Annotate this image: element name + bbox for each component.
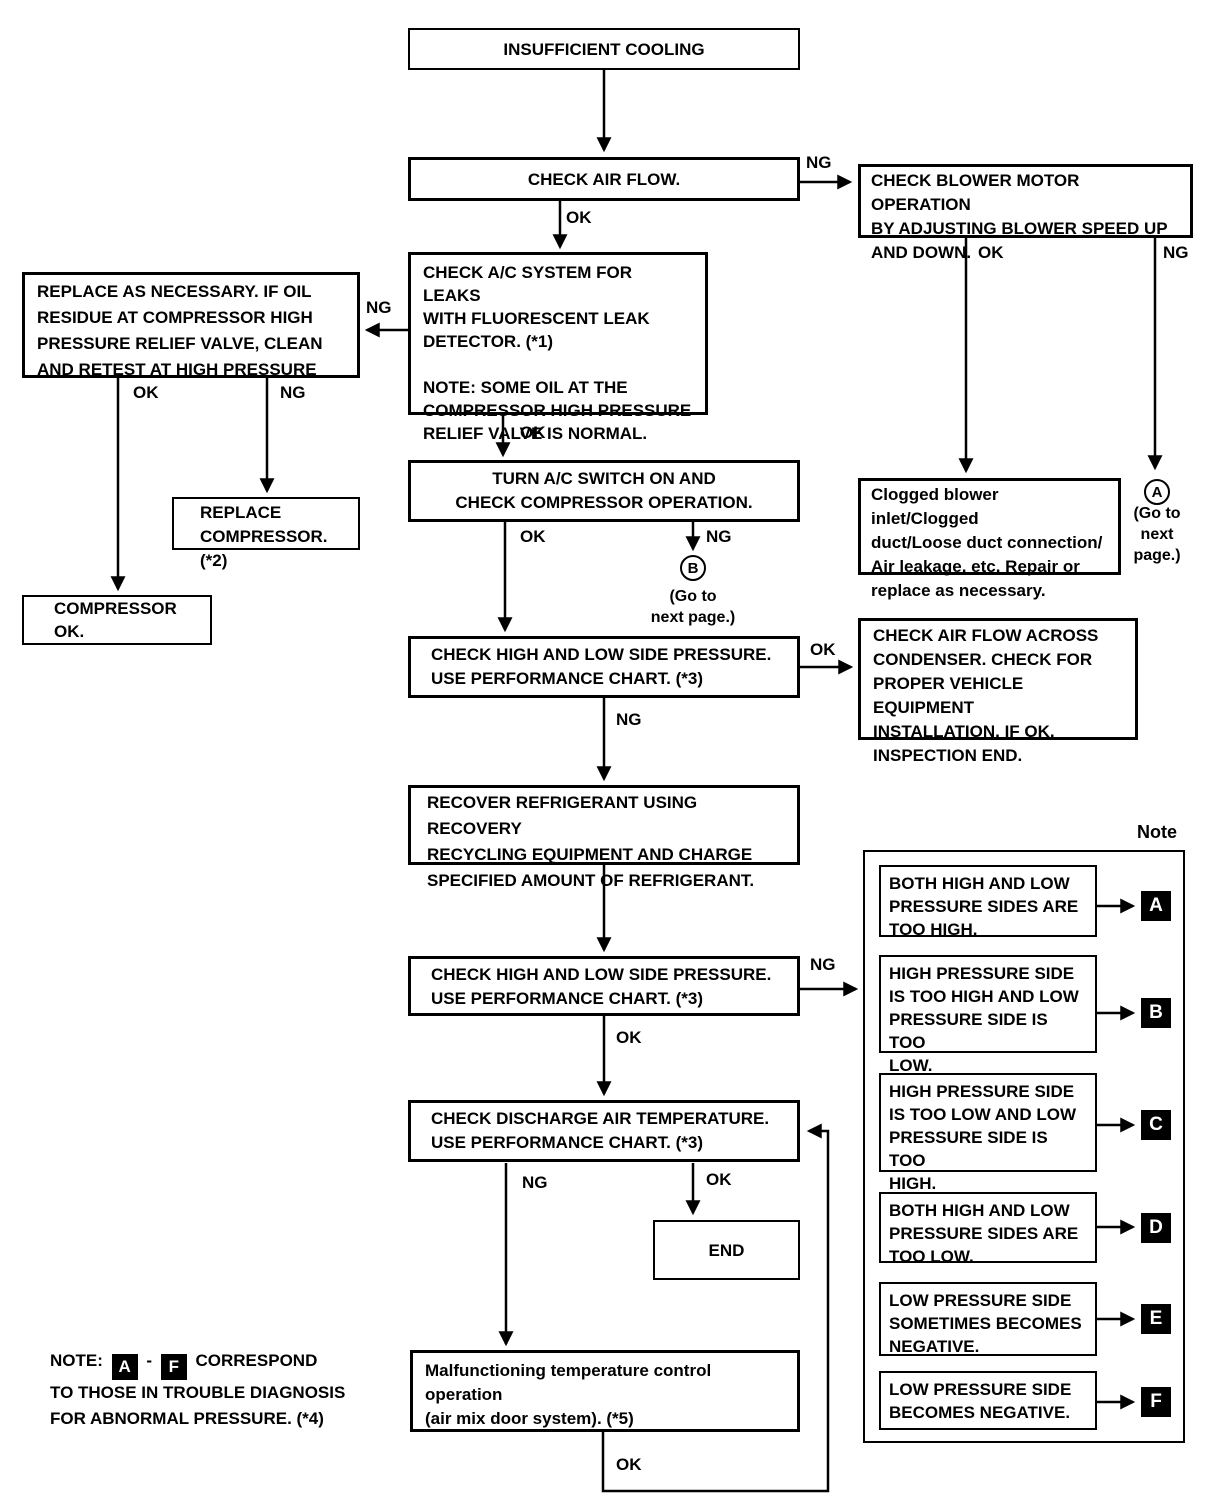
node-check-discharge-temp: CHECK DISCHARGE AIR TEMPERATURE. USE PER… [408, 1100, 800, 1162]
edge-label-ng: NG [366, 298, 392, 317]
edge-label-ok: OK [616, 1028, 642, 1047]
edge-label-ng: NG [616, 710, 642, 729]
offpage-connector-b-note: (Go to next page.) [650, 588, 736, 626]
note-chip-b: B [1141, 998, 1171, 1028]
footnote-line-1: NOTE: A - F CORRESPOND [50, 1348, 390, 1380]
node-malfunction-temp-control: Malfunctioning temperature control opera… [410, 1350, 800, 1432]
node-check-pressure-2: CHECK HIGH AND LOW SIDE PRESSURE. USE PE… [408, 956, 800, 1016]
footnote-line-3: FOR ABNORMAL PRESSURE. (*4) [50, 1409, 324, 1428]
node-clogged-blower: Clogged blower inlet/Clogged duct/Loose … [858, 478, 1121, 600]
node-replace-as-necessary: REPLACE AS NECESSARY. IF OIL RESIDUE AT … [22, 272, 360, 379]
note-item-b: HIGH PRESSURE SIDE IS TOO HIGH AND LOW P… [879, 955, 1097, 1075]
node-end: END [653, 1220, 800, 1280]
note-item-e: LOW PRESSURE SIDE SOMETIMES BECOMES NEGA… [879, 1282, 1097, 1356]
note-chip-c: C [1141, 1110, 1171, 1140]
footnote-chip-a: A [111, 1354, 138, 1380]
edge-label-ng: NG [706, 527, 732, 546]
footnote-prefix: NOTE: [50, 1351, 103, 1370]
note-panel-title: Note [1137, 822, 1177, 842]
note-chip-e: E [1141, 1304, 1171, 1334]
edge-label-ok: OK [520, 423, 546, 442]
offpage-connector-b: B [680, 555, 706, 581]
offpage-connector-a-note: (Go to next page.) [1133, 505, 1181, 564]
footnote-dash: - [146, 1351, 153, 1370]
edge-label-ok: OK [520, 527, 546, 546]
note-item-c: HIGH PRESSURE SIDE IS TOO LOW AND LOW PR… [879, 1073, 1097, 1193]
edge-label-ng: NG [806, 153, 832, 172]
edge-label-ok: OK [706, 1170, 732, 1189]
note-item-f: LOW PRESSURE SIDE BECOMES NEGATIVE. [879, 1371, 1097, 1430]
edge-label-ng: NG [280, 383, 306, 402]
node-check-blower-motor: CHECK BLOWER MOTOR OPERATION BY ADJUSTIN… [858, 164, 1193, 262]
note-item-a: BOTH HIGH AND LOW PRESSURE SIDES ARE TOO… [879, 865, 1097, 939]
edge-label-ng: NG [1163, 243, 1189, 262]
edge-label-ok: OK [133, 383, 159, 402]
edge-label-ng: NG [522, 1173, 548, 1192]
node-turn-ac-switch: TURN A/C SWITCH ON AND CHECK COMPRESSOR … [408, 460, 800, 522]
edge-label-ok: OK [978, 243, 1004, 262]
node-condenser-check: CHECK AIR FLOW ACROSS CONDENSER. CHECK F… [858, 618, 1138, 765]
edge-label-ok: OK [616, 1455, 642, 1474]
footnote: NOTE: A - F CORRESPOND TO THOSE IN TROUB… [50, 1348, 390, 1432]
note-chip-a: A [1141, 891, 1171, 921]
note-chip-d: D [1141, 1213, 1171, 1243]
node-check-air-flow: CHECK AIR FLOW. [408, 157, 800, 201]
note-item-d: BOTH HIGH AND LOW PRESSURE SIDES ARE TOO… [879, 1192, 1097, 1266]
offpage-connector-a: A [1144, 479, 1170, 505]
edge-label-ok: OK [810, 640, 836, 659]
node-insufficient-cooling: INSUFFICIENT COOLING [408, 28, 800, 70]
footnote-chip-f: F [160, 1354, 187, 1380]
node-check-ac-leaks: CHECK A/C SYSTEM FOR LEAKS WITH FLUORESC… [408, 252, 708, 443]
node-check-pressure-1: CHECK HIGH AND LOW SIDE PRESSURE. USE PE… [408, 636, 800, 698]
edge-label-ng: NG [810, 955, 836, 974]
footnote-line-2: TO THOSE IN TROUBLE DIAGNOSIS [50, 1383, 346, 1402]
footnote-line1-suffix: CORRESPOND [195, 1351, 318, 1370]
note-chip-f: F [1141, 1387, 1171, 1417]
note-panel-container [863, 850, 1185, 1443]
node-compressor-ok: COMPRESSOR OK. [22, 595, 212, 645]
edge-label-ok: OK [566, 208, 592, 227]
node-recover-refrigerant: RECOVER REFRIGERANT USING RECOVERY RECYC… [408, 785, 800, 890]
node-replace-compressor: REPLACE COMPRESSOR. (*2) [172, 497, 360, 570]
